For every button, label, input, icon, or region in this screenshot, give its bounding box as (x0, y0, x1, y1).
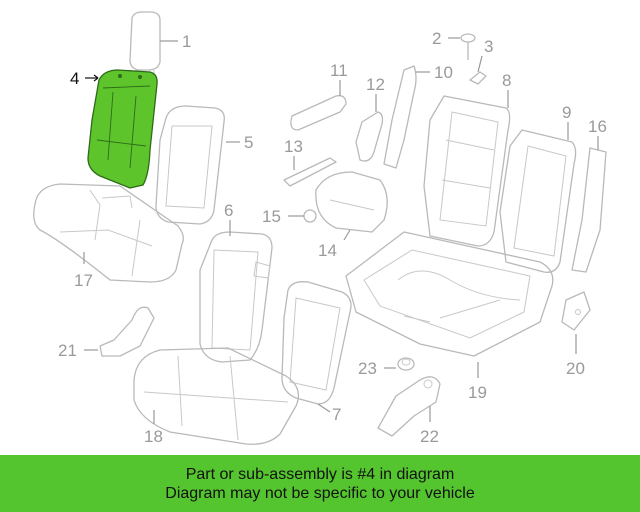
part-14-module (315, 171, 388, 233)
part-9-frame (499, 129, 577, 273)
callout-19: 19 (468, 383, 487, 402)
parts-diagram: 1 2 3 4 5 6 7 8 9 10 11 12 13 14 15 16 1… (33, 11, 607, 446)
callout-4[interactable]: 4 (70, 69, 79, 88)
callout-1: 1 (182, 32, 191, 51)
part-7-seat-back-right (281, 281, 352, 405)
part-23-knob (397, 357, 415, 371)
callout-2: 2 (432, 29, 441, 48)
callout-6: 6 (224, 201, 233, 220)
callout-5: 5 (244, 133, 253, 152)
part-16-side-panel (571, 147, 607, 273)
part-19-base-frame (345, 231, 554, 357)
callout-17: 17 (74, 271, 93, 290)
callout-20: 20 (566, 359, 585, 378)
part-2-bolt (460, 33, 476, 60)
callout-12: 12 (366, 75, 385, 94)
part-10-pillar-trim (383, 65, 417, 169)
callout-22: 22 (420, 427, 439, 446)
part-22-hinge (377, 376, 441, 437)
callout-14: 14 (318, 241, 337, 260)
part-8-frame (423, 95, 511, 247)
callout-21: 21 (58, 341, 77, 360)
part-4-seat-back-cover[interactable] (87, 69, 158, 189)
part-5-seat-back (155, 105, 225, 225)
banner-line-2: Diagram may not be specific to your vehi… (165, 484, 475, 502)
callout-23: 23 (358, 359, 377, 378)
callout-10: 10 (434, 63, 453, 82)
callout-13: 13 (284, 137, 303, 156)
banner-line-1: Part or sub-assembly is #4 in diagram (185, 465, 455, 483)
callout-7: 7 (332, 405, 341, 424)
callout-15: 15 (262, 207, 281, 226)
callout-16: 16 (588, 117, 607, 136)
part-12-cover (355, 111, 384, 162)
part-6-rear-seat-back (199, 231, 273, 363)
part-3-clip (469, 71, 487, 85)
part-15-fastener (303, 209, 317, 223)
part-17-seat-cushion (33, 183, 184, 283)
callout-8: 8 (502, 71, 511, 90)
callout-9: 9 (562, 103, 571, 122)
callout-11: 11 (330, 61, 348, 80)
part-20-cover (561, 291, 591, 331)
part-21-bracket (99, 306, 155, 357)
info-banner: Part or sub-assembly is #4 in diagram Di… (0, 455, 640, 512)
part-13-rail (283, 157, 337, 187)
part-11-trim (290, 95, 347, 131)
callout-3: 3 (484, 37, 493, 56)
callout-18: 18 (144, 427, 163, 446)
